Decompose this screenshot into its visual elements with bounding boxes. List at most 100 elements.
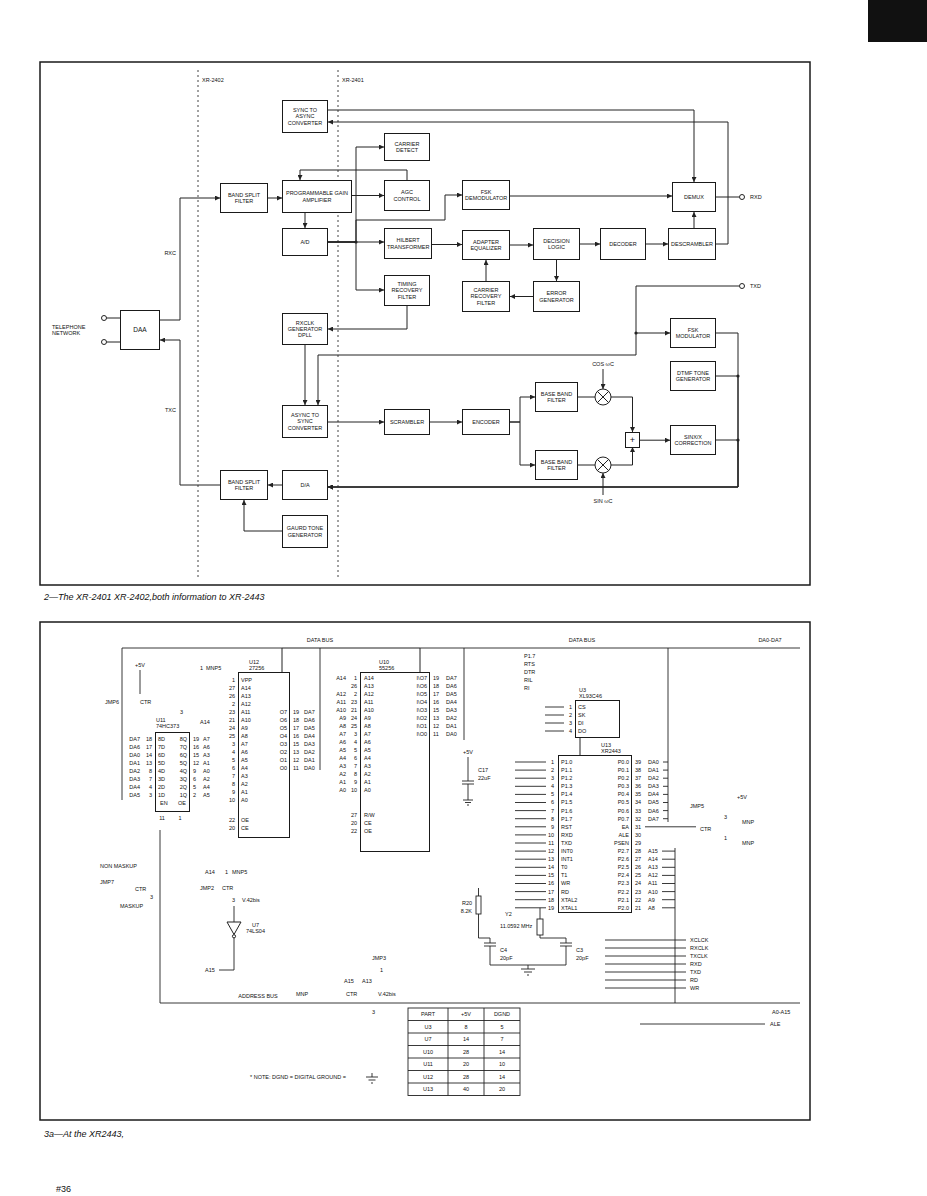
table-cell: +5V [461, 1011, 471, 1017]
signal-label: 11.0592 MHz [500, 923, 532, 929]
signal-label: 36 [635, 783, 641, 789]
signal-label: A14 [200, 719, 210, 725]
signal-label: 3 [724, 814, 727, 820]
box-label: FSK MODULATOR [673, 327, 713, 340]
signal-label: O5 [280, 725, 287, 731]
signal-label: A14 [241, 685, 251, 691]
signal-label: 1 [225, 869, 228, 875]
process-box: TIMING RECOVERY FILTER [384, 275, 430, 306]
table-cell: 14 [499, 1049, 505, 1055]
signal-label: DA3 [648, 783, 659, 789]
signal-label: 22 [635, 897, 641, 903]
signal-label: P2.4 [618, 872, 629, 878]
process-box: CARRIER RECOVERY FILTER [462, 281, 510, 312]
signal-label: A8 [364, 723, 371, 729]
signal-label: 2Q [180, 784, 187, 790]
signal-label: A13 [362, 978, 372, 984]
signal-label: OE [364, 828, 372, 834]
signal-label: * NOTE: DGND = DIGITAL GROUND = [250, 1074, 346, 1080]
signal-label: 37 [635, 775, 641, 781]
power-table-grid [408, 1008, 520, 1096]
box-label: DECISION LOGIC [536, 238, 577, 251]
signal-label: 8 [354, 771, 357, 777]
signal-label: OE [241, 817, 249, 823]
signal-label: MNP [742, 840, 754, 846]
signal-label: C3 [576, 947, 583, 953]
box-label: DTMF TONE GENERATOR [673, 370, 713, 383]
signal-label: A3 [241, 773, 248, 779]
signal-label: 3 [150, 894, 153, 900]
signal-connector [580, 244, 600, 245]
signal-label: O2 [280, 749, 287, 755]
signal-label: 1Q [180, 792, 187, 798]
signal-label: CTR [140, 699, 151, 705]
signal-label: Y2 [505, 911, 512, 917]
signal-label: P2.7 [618, 848, 629, 854]
signal-connector [268, 485, 282, 486]
mixer-symbol [595, 389, 611, 405]
signal-label: JMP6 [105, 699, 119, 705]
signal-label: DA3 [304, 741, 315, 747]
signal-label: DA4 [129, 784, 140, 790]
part-label: 74HC373 [156, 723, 179, 729]
signal-label: RTS [524, 661, 535, 667]
signal-label: 6D [158, 752, 165, 758]
signal-label: XR-2401 [342, 77, 364, 83]
table-cell: U3 [424, 1024, 431, 1030]
process-box: DTMF TONE GENERATOR [670, 361, 716, 391]
signal-label: 1 [178, 815, 181, 821]
signal-label: RD [690, 977, 698, 983]
signal-label: DA3 [446, 707, 457, 713]
signal-label: TXD [750, 283, 761, 289]
signal-label: DA0 [129, 752, 140, 758]
box-label: ASYNC TO SYNC CONVERTER [285, 412, 325, 431]
signal-connector [328, 306, 407, 329]
signal-label: 27 [351, 812, 357, 818]
schematic-wire [366, 1073, 378, 1083]
signal-label: MNP5 [206, 665, 221, 671]
signal-label: I\O3 [417, 707, 427, 713]
signal-connector [300, 170, 407, 180]
power-table-grid [408, 1008, 520, 1096]
signal-label: ADDRESS BUS [238, 993, 277, 999]
box-label: DESCRAMBLER [671, 241, 713, 247]
process-box: A/D [282, 228, 328, 256]
mixer-symbol [597, 459, 608, 470]
inverter-symbol [226, 922, 242, 938]
inverter-gate: U774LS04 [226, 922, 242, 938]
box-label: A/D [285, 239, 325, 245]
signal-label: 22 [351, 828, 357, 834]
signal-label: P0.1 [618, 767, 629, 773]
io-wire [611, 447, 633, 465]
signal-label: JMP5 [690, 803, 704, 809]
signal-label: 12 [433, 723, 439, 729]
signal-label: 3 [232, 741, 235, 747]
signal-label: DA2 [129, 768, 140, 774]
signal-label: P2.0 [618, 905, 629, 911]
process-box: CARRIER DETECT [384, 133, 430, 161]
signal-label: RXD [561, 832, 573, 838]
signal-label: A14 [336, 675, 346, 681]
io-wire [603, 473, 604, 495]
signal-label: 6Q [180, 752, 187, 758]
box-label: HILBERT TRANSFORMER [387, 237, 429, 250]
signal-label: 2 [232, 701, 235, 707]
signal-label: 29 [635, 840, 641, 846]
signal-label: 25 [351, 723, 357, 729]
signal-label: 25 [635, 872, 641, 878]
process-box: BASE BAND FILTER [535, 382, 578, 412]
io-wire [107, 318, 121, 342]
signal-label: I\O4 [417, 699, 427, 705]
signal-label: 7 [551, 808, 554, 814]
box-label: RXCLK GENERATOR DPLL [285, 320, 325, 339]
signal-label: 18 [146, 736, 152, 742]
part-label: 74LS04 [246, 928, 265, 934]
box-label: BASE BAND FILTER [538, 459, 575, 472]
signal-label: T1 [561, 872, 567, 878]
signal-label: I\O5 [417, 691, 427, 697]
signal-label: TXD [690, 969, 701, 975]
signal-label: 15 [548, 872, 554, 878]
signal-label: T0 [561, 864, 567, 870]
signal-label: A10 [648, 889, 658, 895]
